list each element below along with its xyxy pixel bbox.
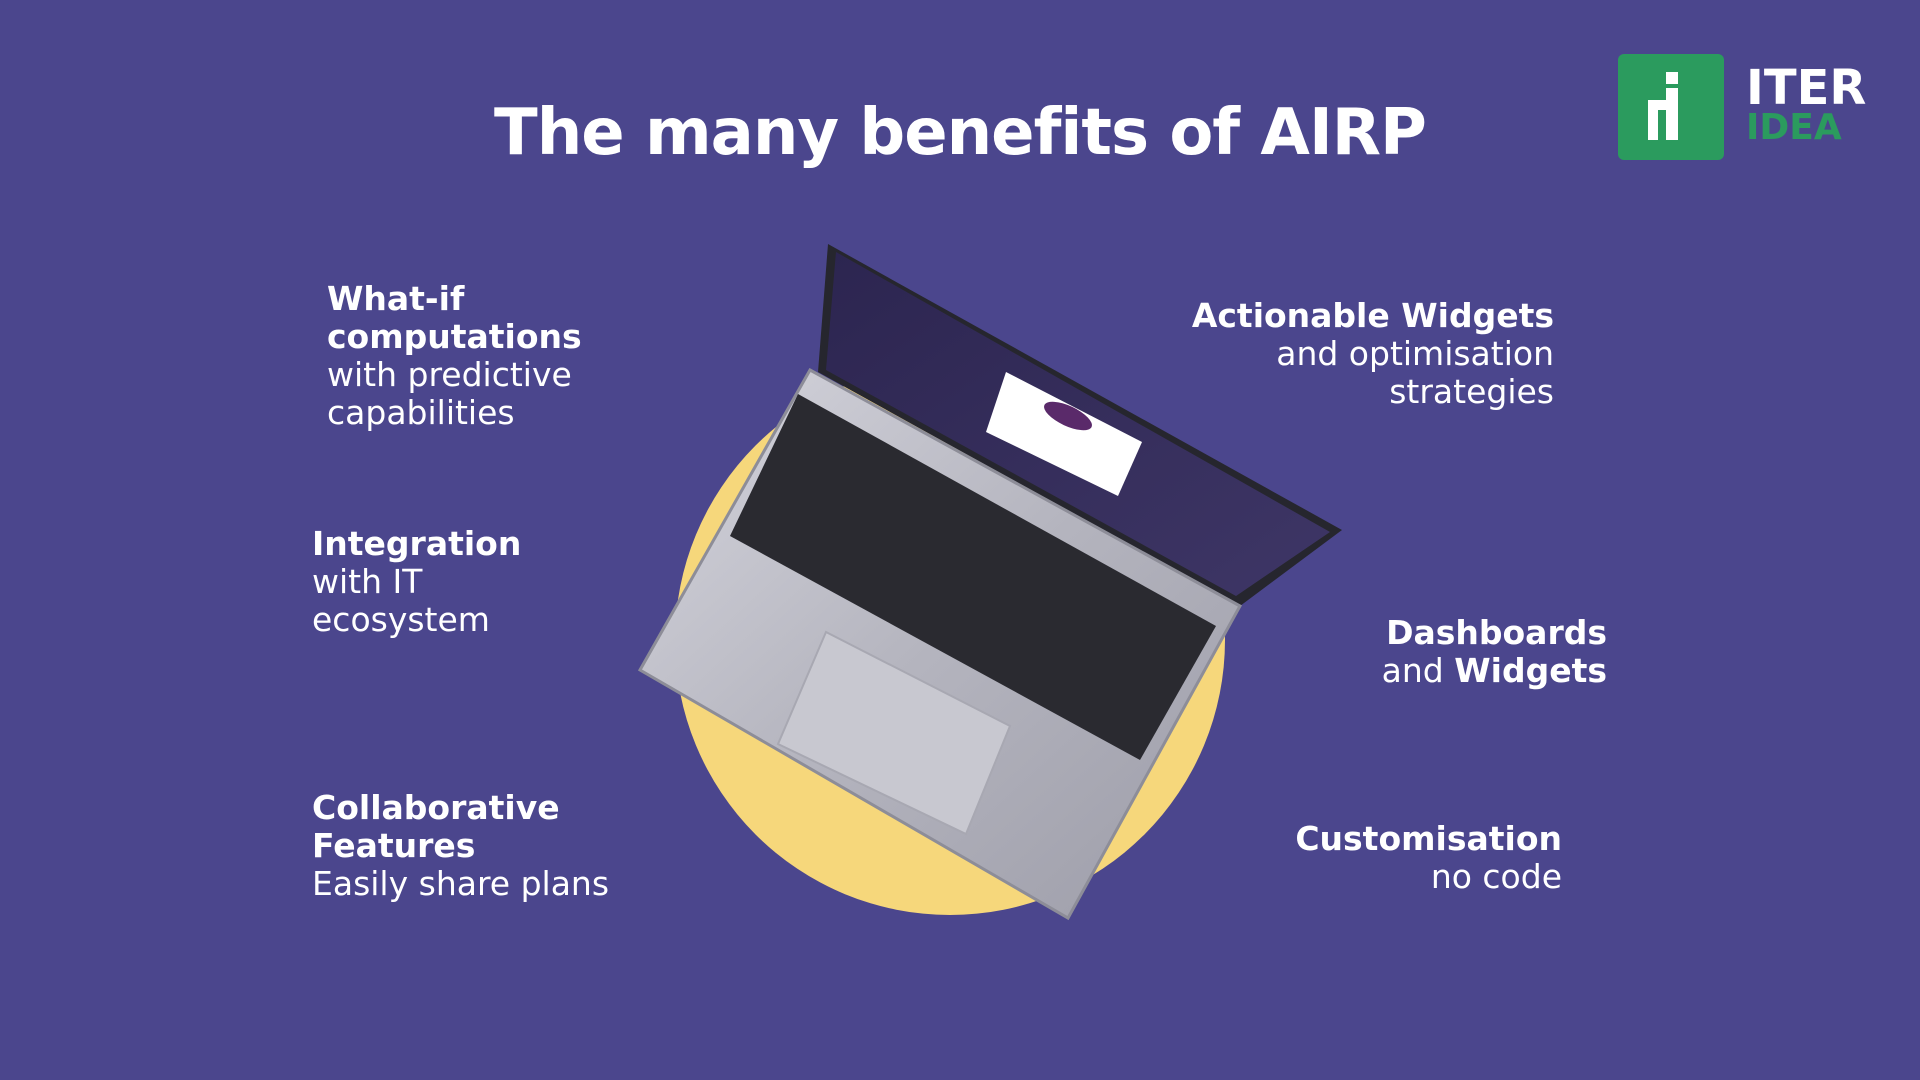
benefit-what-if: What-if computations with predictive cap…: [327, 280, 582, 432]
benefit-collab-title-1: Collaborative: [312, 788, 560, 827]
benefit-dashboards-and: and: [1381, 651, 1444, 690]
benefit-dashboards-title: Dashboards: [1386, 613, 1607, 652]
benefit-what-if-desc-1: with predictive: [327, 355, 572, 394]
benefit-dashboards-widgets: Widgets: [1454, 651, 1607, 690]
logo-word-idea: IDEA: [1746, 107, 1842, 148]
benefit-integration: Integration with IT ecosystem: [312, 525, 521, 639]
iteridea-logo-icon: [1618, 54, 1724, 160]
benefit-what-if-desc-2: capabilities: [327, 393, 515, 432]
benefit-integration-desc-1: with IT: [312, 562, 423, 601]
benefit-collaborative: Collaborative Features Easily share plan…: [312, 789, 609, 903]
benefit-what-if-title-2: computations: [327, 317, 582, 356]
benefit-collab-desc: Easily share plans: [312, 864, 610, 903]
benefit-custom-title: Customisation: [1295, 819, 1562, 858]
benefit-actionable-widgets: Actionable Widgets and optimisation stra…: [1192, 297, 1554, 411]
benefit-actionable-desc-1: and optimisation: [1276, 334, 1554, 373]
benefit-custom-desc: no code: [1430, 857, 1562, 896]
page-title: The many benefits of AIRP: [494, 96, 1427, 170]
iteridea-logo: ITER IDEA: [1618, 54, 1866, 162]
benefit-integration-title: Integration: [312, 524, 522, 563]
benefit-what-if-title-1: What-if: [327, 279, 465, 318]
benefit-dashboards: Dashboards and Widgets: [1382, 614, 1607, 690]
logo-word-iter: ITER: [1746, 60, 1867, 116]
benefit-collab-title-2: Features: [312, 826, 476, 865]
benefit-customisation: Customisation no code: [1295, 820, 1562, 896]
benefit-actionable-title: Actionable Widgets: [1191, 296, 1554, 335]
benefit-actionable-desc-2: strategies: [1389, 372, 1554, 411]
benefit-integration-desc-2: ecosystem: [312, 600, 490, 639]
